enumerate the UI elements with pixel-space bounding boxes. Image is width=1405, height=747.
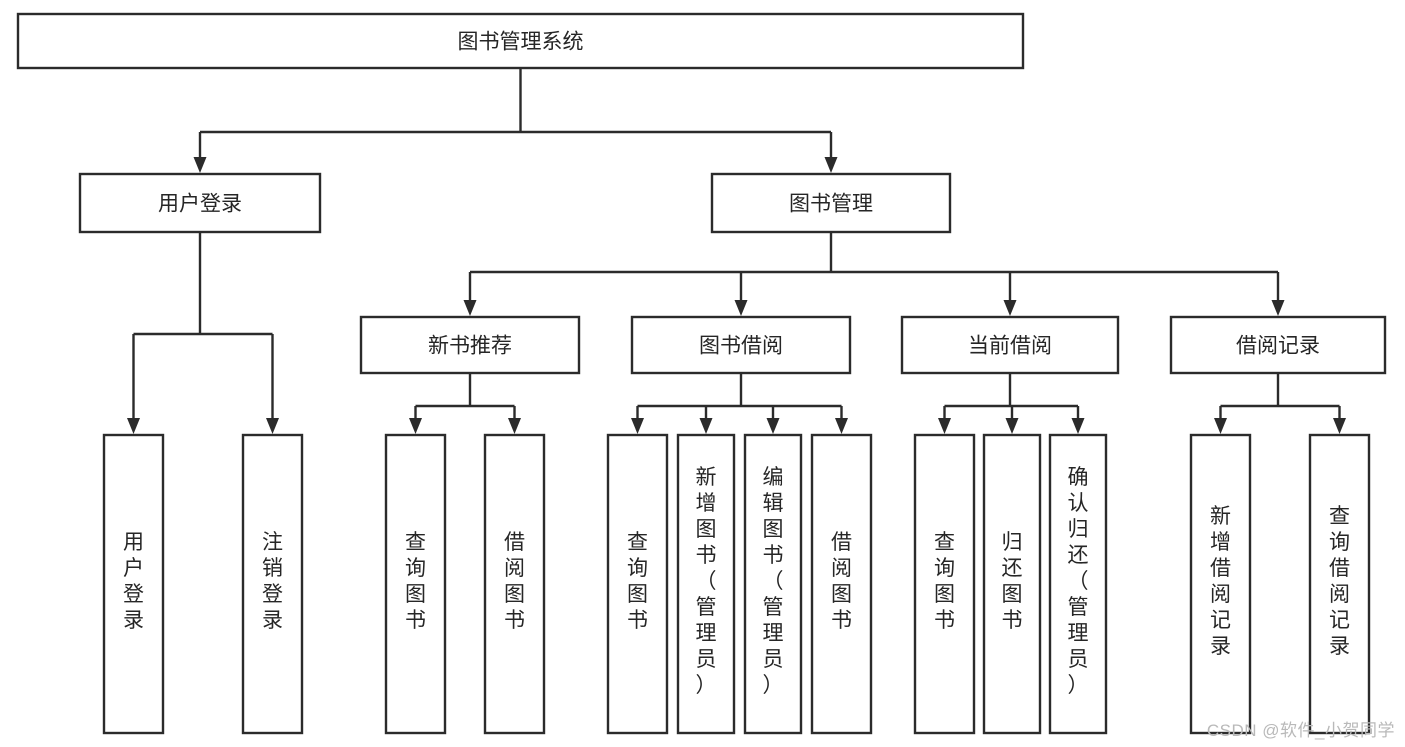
node-box[interactable]	[630, 315, 852, 375]
node-borrow-record[interactable]: 借阅记录	[1169, 315, 1387, 375]
arrow-head-icon	[127, 418, 140, 434]
arrow-head-icon	[1333, 418, 1346, 434]
node-leaf-query-book-cur[interactable]: 查询图书	[913, 433, 976, 735]
arrow-head-icon	[409, 418, 422, 434]
node-label: 查询图书	[405, 531, 426, 632]
node-leaf-user-login[interactable]: 用户登录	[102, 433, 165, 735]
node-label: 新书推荐	[428, 335, 512, 358]
node-label: 用户登录	[123, 531, 144, 632]
node-leaf-borrow-book[interactable]: 借阅图书	[810, 433, 873, 735]
arrow-head-icon	[1214, 418, 1227, 434]
node-box[interactable]	[1308, 433, 1371, 735]
node-label: 新增图书（管理员）	[696, 466, 717, 697]
node-leaf-add-book[interactable]: 新增图书（管理员）	[676, 433, 736, 735]
node-box[interactable]	[78, 172, 322, 234]
node-box[interactable]	[1189, 433, 1252, 735]
node-label: 用户登录	[158, 193, 242, 216]
arrow-head-icon	[1003, 300, 1017, 316]
node-layer: 图书管理系统用户登录图书管理新书推荐图书借阅当前借阅借阅记录用户登录注销登录查询…	[16, 12, 1387, 735]
node-box[interactable]	[676, 433, 736, 735]
node-user-login[interactable]: 用户登录	[78, 172, 322, 234]
node-leaf-return-book[interactable]: 归还图书	[982, 433, 1042, 735]
node-box[interactable]	[913, 433, 976, 735]
connector-layer	[127, 68, 1346, 434]
node-leaf-edit-book[interactable]: 编辑图书（管理员）	[743, 433, 803, 735]
node-box[interactable]	[1048, 433, 1108, 735]
node-label: 图书管理系统	[458, 31, 584, 54]
node-label: 借阅图书	[831, 531, 852, 632]
node-new-book-rec[interactable]: 新书推荐	[359, 315, 581, 375]
watermark-text: CSDN @软件_小贺同学	[1206, 721, 1395, 740]
node-leaf-query-book[interactable]: 查询图书	[606, 433, 669, 735]
arrow-head-icon	[1071, 418, 1085, 434]
node-leaf-query-record[interactable]: 查询借阅记录	[1308, 433, 1371, 735]
node-book-manage[interactable]: 图书管理	[710, 172, 952, 234]
node-label: 归还图书	[1002, 531, 1023, 632]
node-leaf-logout[interactable]: 注销登录	[241, 433, 304, 735]
node-box[interactable]	[16, 12, 1025, 70]
node-leaf-borrow-book-rec[interactable]: 借阅图书	[483, 433, 546, 735]
node-box[interactable]	[710, 172, 952, 234]
node-leaf-add-record[interactable]: 新增借阅记录	[1189, 433, 1252, 735]
arrow-head-icon	[1005, 418, 1019, 434]
arrow-head-icon	[1271, 300, 1285, 316]
node-current-borrow[interactable]: 当前借阅	[900, 315, 1120, 375]
node-book-borrow[interactable]: 图书借阅	[630, 315, 852, 375]
node-box[interactable]	[359, 315, 581, 375]
node-label: 编辑图书（管理员）	[763, 466, 784, 697]
arrow-head-icon	[734, 300, 748, 316]
node-root[interactable]: 图书管理系统	[16, 12, 1025, 70]
node-box[interactable]	[743, 433, 803, 735]
node-label: 注销登录	[262, 531, 283, 632]
arrow-head-icon	[193, 157, 207, 173]
node-label: 当前借阅	[968, 335, 1052, 358]
node-label: 借阅记录	[1236, 335, 1320, 358]
arrow-head-icon	[766, 418, 780, 434]
node-box[interactable]	[1169, 315, 1387, 375]
node-label: 新增借阅记录	[1210, 505, 1231, 658]
arrow-head-icon	[938, 418, 951, 434]
node-label: 图书管理	[789, 193, 873, 216]
arrow-head-icon	[824, 157, 838, 173]
arrow-head-icon	[699, 418, 713, 434]
node-label: 查询图书	[627, 531, 648, 632]
node-label: 确认归还（管理员）	[1068, 466, 1089, 697]
arrow-head-icon	[508, 418, 521, 434]
node-box[interactable]	[102, 433, 165, 735]
node-label: 图书借阅	[699, 335, 783, 358]
node-box[interactable]	[241, 433, 304, 735]
node-box[interactable]	[384, 433, 447, 735]
node-label: 借阅图书	[504, 531, 525, 632]
node-leaf-confirm-return[interactable]: 确认归还（管理员）	[1048, 433, 1108, 735]
arrow-head-icon	[463, 300, 477, 316]
node-box[interactable]	[606, 433, 669, 735]
node-box[interactable]	[982, 433, 1042, 735]
arrow-head-icon	[266, 418, 279, 434]
node-box[interactable]	[900, 315, 1120, 375]
node-label: 查询图书	[934, 531, 955, 632]
arrow-head-icon	[835, 418, 848, 434]
arrow-head-icon	[631, 418, 644, 434]
node-box[interactable]	[483, 433, 546, 735]
node-box[interactable]	[810, 433, 873, 735]
node-leaf-query-book-rec[interactable]: 查询图书	[384, 433, 447, 735]
node-label: 查询借阅记录	[1329, 505, 1350, 658]
